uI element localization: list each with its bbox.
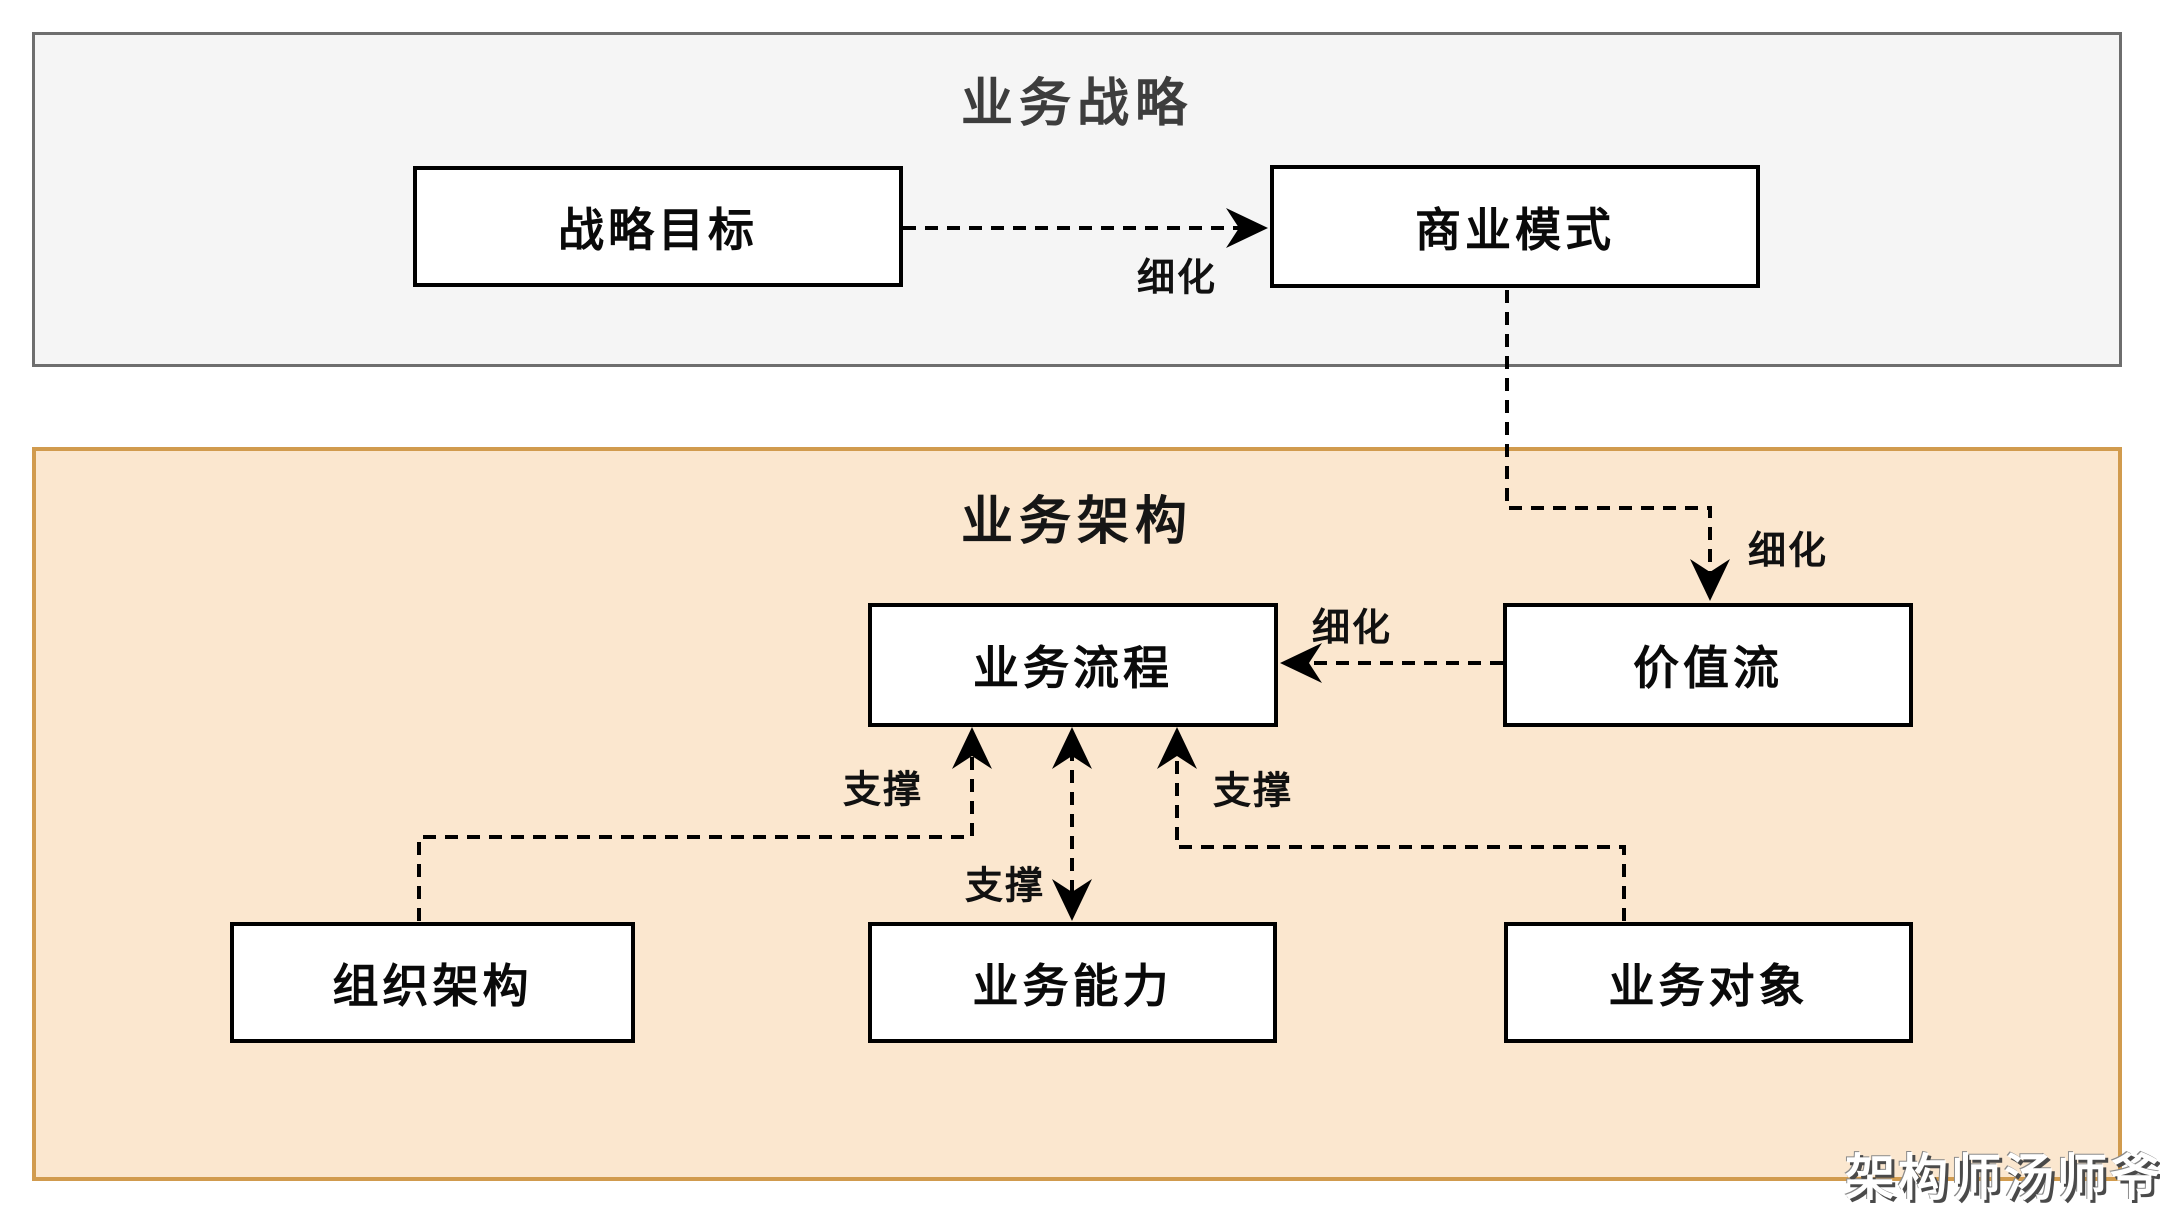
node-value-stream-label: 价值流 (1633, 642, 1783, 694)
node-business-process: 业务流程 (868, 603, 1278, 727)
edge-label-support-org-to-process: 支撑 (842, 769, 924, 812)
edge-label-support-capability-to-process: 支撑 (964, 865, 1046, 908)
node-business-object: 业务对象 (1504, 922, 1913, 1043)
node-business-capability: 业务能力 (868, 922, 1277, 1043)
node-business-capability-label: 业务能力 (972, 959, 1173, 1012)
section-business-strategy: 业务战略 (32, 32, 2122, 367)
node-business-object-label: 业务对象 (1608, 959, 1809, 1012)
edge-label-refine-value-stream-to-process: 细化 (1311, 607, 1393, 650)
section-business-strategy-title: 业务战略 (960, 75, 1193, 133)
node-business-model-label: 商业模式 (1415, 203, 1615, 256)
section-business-architecture: 业务架构 (32, 447, 2122, 1181)
node-strategic-goal-label: 战略目标 (558, 203, 758, 256)
node-business-model: 商业模式 (1270, 165, 1760, 288)
edge-label-refine-goal-to-model: 细化 (1136, 257, 1218, 300)
node-org-structure-label: 组织架构 (332, 959, 533, 1012)
node-strategic-goal: 战略目标 (413, 166, 903, 287)
node-org-structure: 组织架构 (230, 922, 635, 1043)
watermark-text: 架构师汤师爷 (1845, 1148, 2160, 1207)
node-value-stream: 价值流 (1503, 603, 1913, 727)
edge-label-support-object-to-process: 支撑 (1212, 770, 1294, 813)
section-business-architecture-title: 业务架构 (960, 493, 1193, 551)
edge-label-refine-model-to-value-stream: 细化 (1747, 530, 1829, 573)
node-business-process-label: 业务流程 (973, 642, 1173, 694)
